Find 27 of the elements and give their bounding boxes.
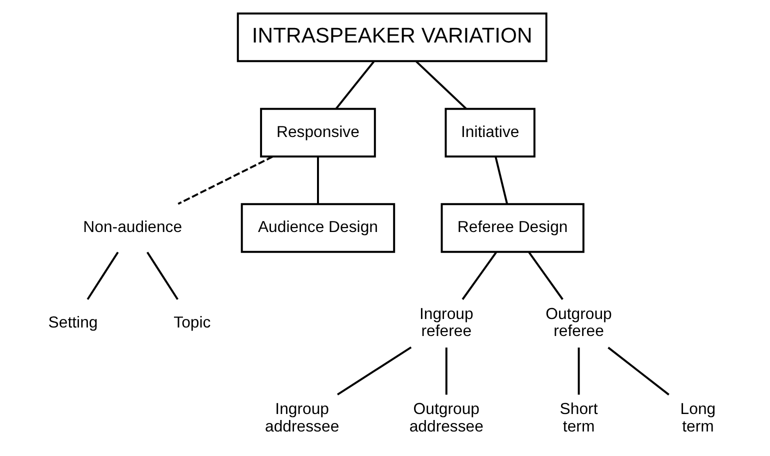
node-box: Referee Design xyxy=(440,203,584,253)
node-box: Responsive xyxy=(260,108,376,158)
connector xyxy=(577,348,580,395)
node-box: INTRASPEAKER VARIATION xyxy=(236,12,547,62)
node-text: Outgroup addressee xyxy=(408,401,483,436)
connector xyxy=(528,252,563,300)
node-text: Long term xyxy=(680,401,716,436)
connector xyxy=(461,252,497,300)
node-text: Ingroup addressee xyxy=(264,401,339,436)
connector xyxy=(607,346,669,396)
connector xyxy=(86,252,118,300)
connector xyxy=(494,156,508,204)
node-text: Non-audience xyxy=(82,219,182,236)
connector xyxy=(146,252,178,300)
node-text: Setting xyxy=(48,314,98,332)
node-text: Short term xyxy=(559,401,598,436)
connector xyxy=(177,156,273,205)
connector xyxy=(415,60,466,110)
node-text: Topic xyxy=(173,314,210,332)
node-text: Ingroup referee xyxy=(418,306,473,340)
connector xyxy=(336,346,412,396)
node-text: Outgroup referee xyxy=(545,306,612,340)
connector xyxy=(334,60,374,110)
node-box: Audience Design xyxy=(240,203,395,253)
node-box: Initiative xyxy=(444,108,535,158)
connector xyxy=(316,156,318,204)
connector xyxy=(444,348,447,395)
